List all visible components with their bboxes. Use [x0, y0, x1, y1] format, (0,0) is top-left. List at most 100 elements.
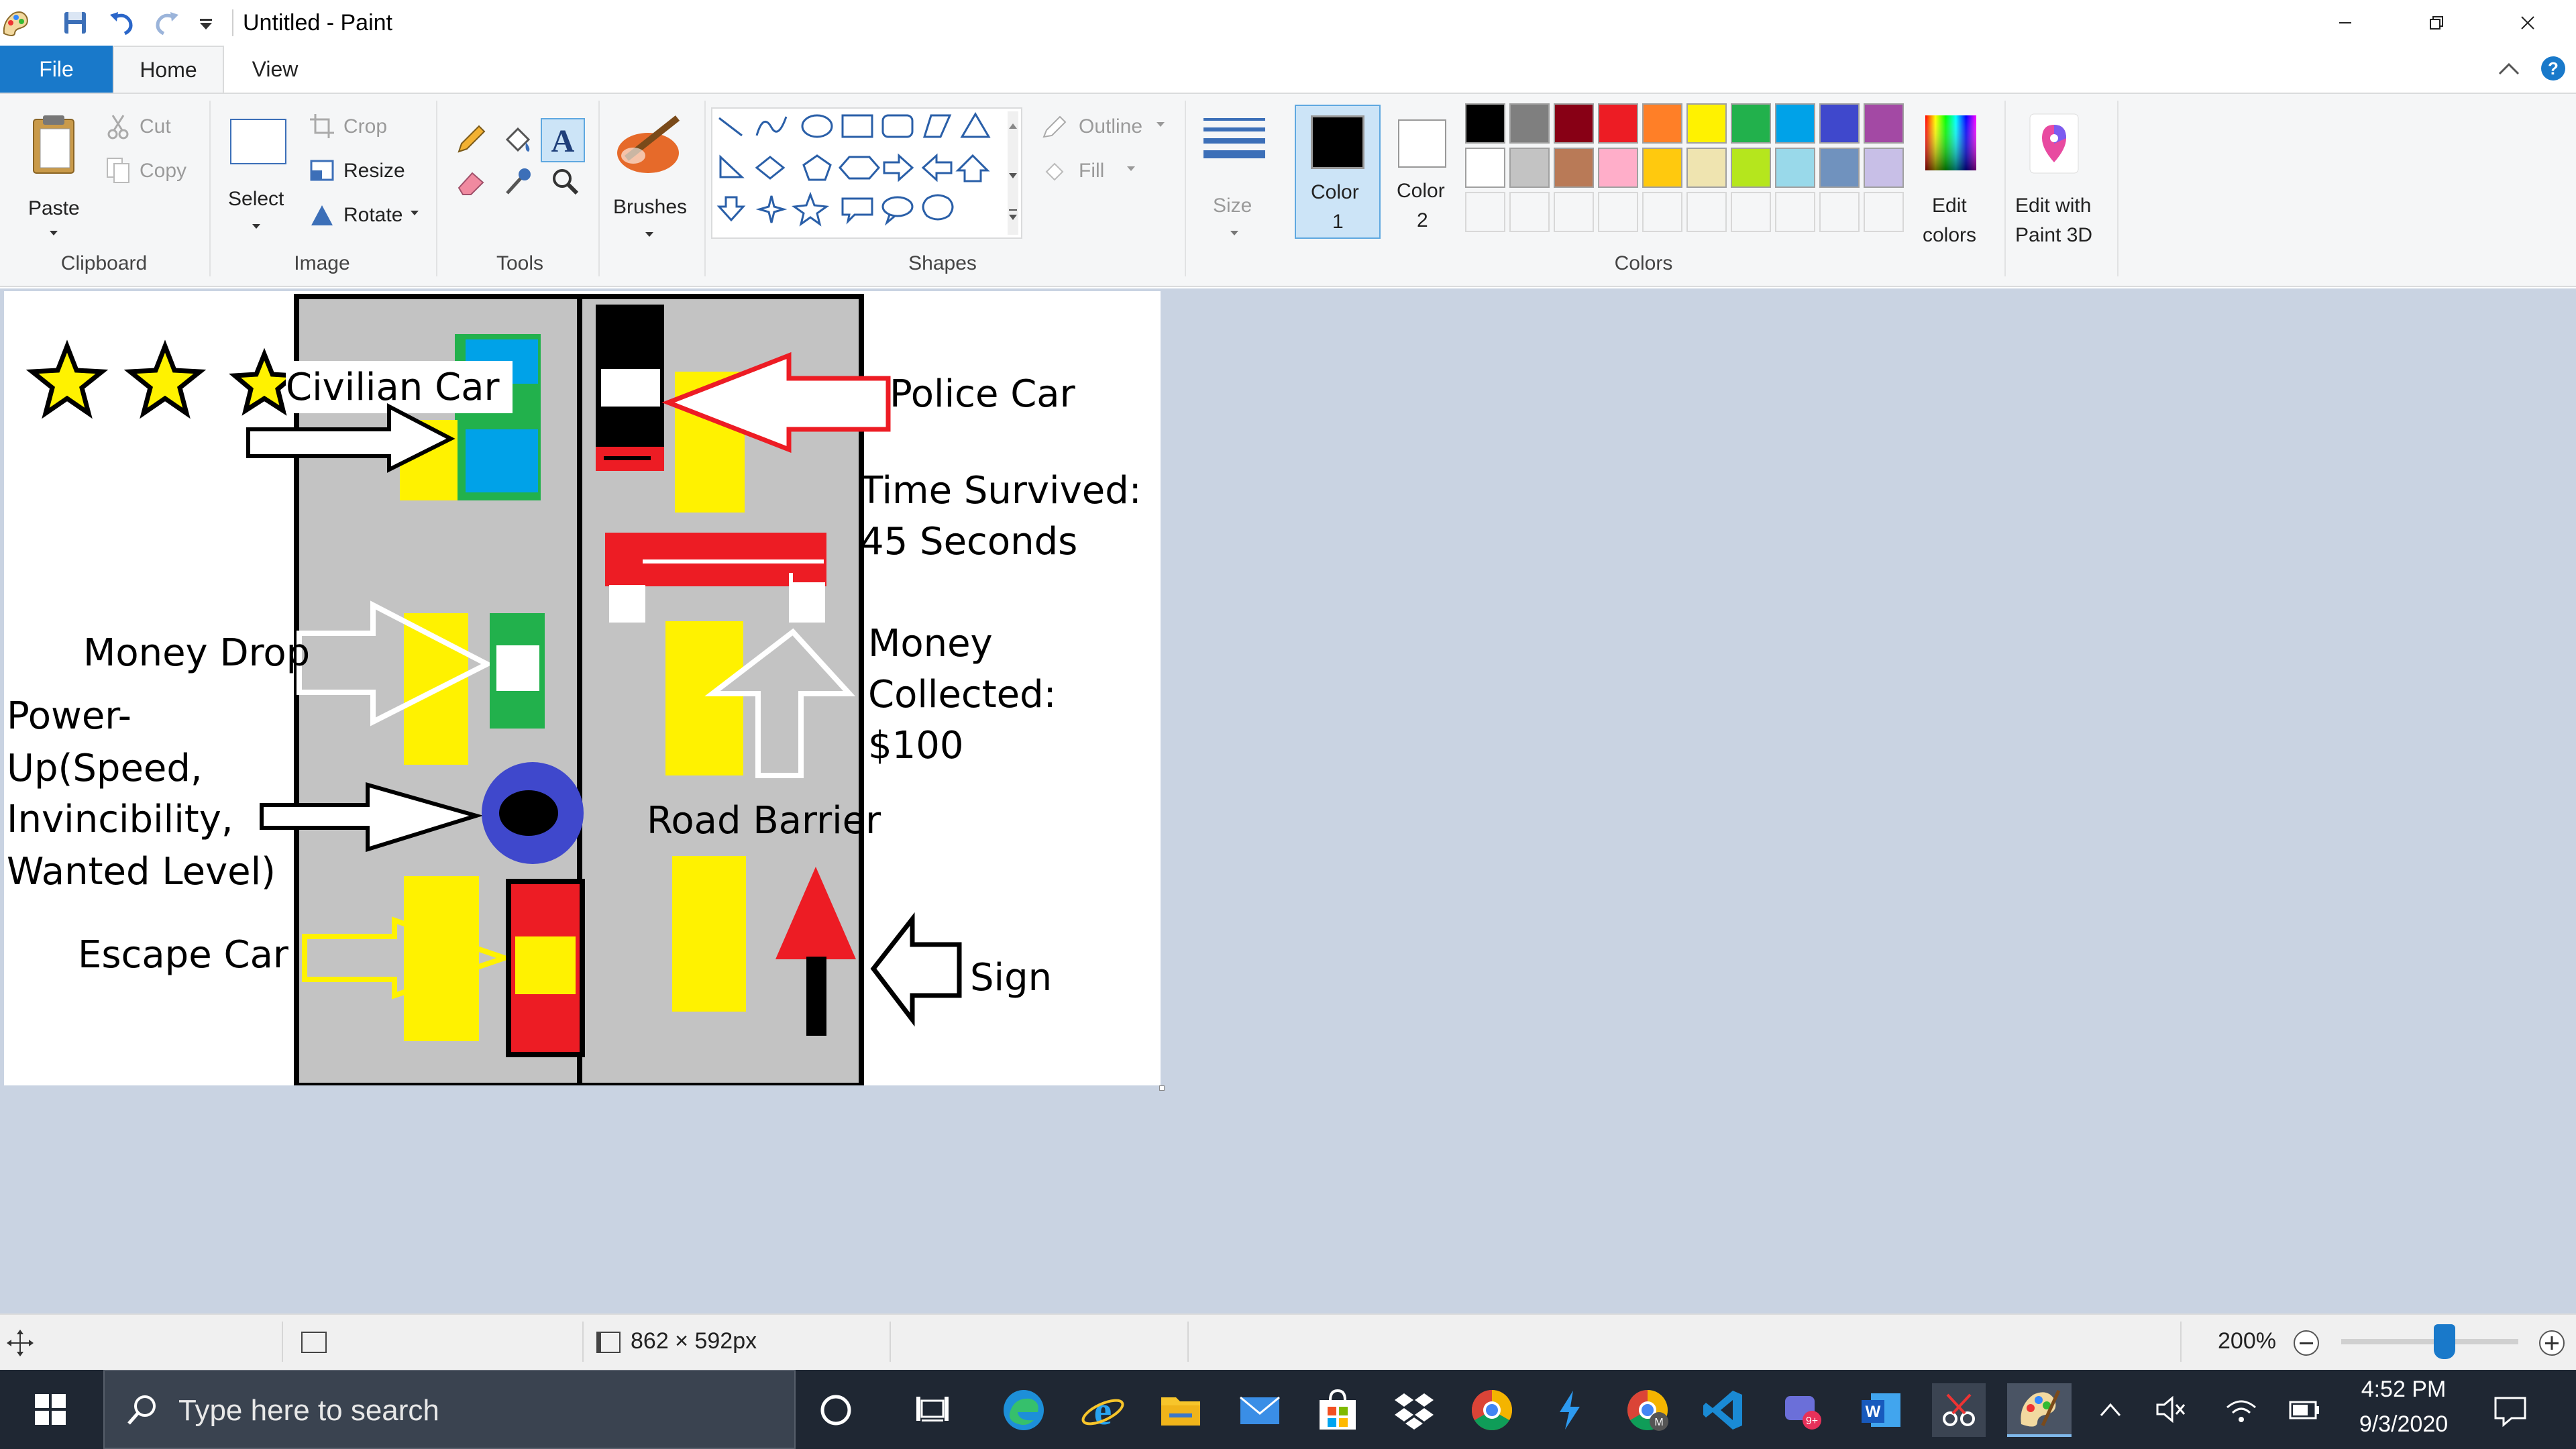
text-tool-icon[interactable]: A [541, 118, 585, 162]
palette-swatch[interactable] [1819, 103, 1860, 144]
taskbar-clock-time[interactable]: 4:52 PM [2361, 1377, 2447, 1402]
zoom-level: 200% [2218, 1328, 2276, 1354]
shapes-gallery[interactable] [711, 107, 1022, 239]
collapse-ribbon-icon[interactable] [2496, 59, 2522, 83]
copy-button[interactable]: Copy [103, 154, 197, 188]
color2-button[interactable]: Color 2 [1385, 105, 1462, 239]
custom-color-slot[interactable] [1509, 192, 1550, 232]
taskbar-search-box[interactable]: Type here to search [103, 1370, 796, 1449]
custom-color-slot[interactable] [1686, 192, 1727, 232]
palette-swatch[interactable] [1775, 148, 1815, 188]
taskbar-games-app[interactable]: 9+ [1776, 1383, 1830, 1437]
taskbar-dropbox[interactable] [1387, 1383, 1441, 1437]
palette-swatch[interactable] [1642, 103, 1682, 144]
restore-button[interactable] [2391, 0, 2482, 46]
save-icon[interactable] [62, 8, 89, 38]
taskbar-word[interactable]: W [1854, 1383, 1908, 1437]
paint-app-icon[interactable] [0, 8, 31, 38]
custom-color-slot[interactable] [1819, 192, 1860, 232]
rotate-button[interactable]: Rotate [306, 199, 427, 232]
tab-file[interactable]: File [0, 46, 113, 93]
palette-swatch[interactable] [1775, 103, 1815, 144]
palette-swatch[interactable] [1731, 103, 1771, 144]
wifi-icon[interactable] [2224, 1394, 2258, 1428]
show-hidden-icons-icon[interactable] [2097, 1397, 2124, 1427]
undo-icon[interactable] [107, 8, 137, 38]
custom-color-slot[interactable] [1642, 192, 1682, 232]
fill-button[interactable]: Fill [1038, 154, 1146, 188]
crop-button[interactable]: Crop [306, 110, 407, 144]
palette-swatch[interactable] [1686, 103, 1727, 144]
tab-home[interactable]: Home [113, 46, 224, 93]
cortana-button[interactable] [809, 1383, 863, 1437]
paste-button[interactable]: Paste [13, 107, 94, 241]
help-icon[interactable]: ? [2540, 55, 2567, 85]
task-view-button[interactable] [906, 1383, 959, 1437]
notifications-icon[interactable] [2491, 1394, 2529, 1431]
palette-swatch[interactable] [1465, 103, 1505, 144]
custom-color-slot[interactable] [1864, 192, 1904, 232]
close-button[interactable] [2482, 0, 2573, 46]
taskbar-clock-date[interactable]: 9/3/2020 [2359, 1411, 2449, 1437]
palette-swatch[interactable] [1686, 148, 1727, 188]
volume-muted-icon[interactable] [2155, 1394, 2188, 1428]
palette-swatch[interactable] [1819, 148, 1860, 188]
redo-icon[interactable] [152, 8, 181, 38]
taskbar-app-bolt[interactable] [1543, 1383, 1597, 1437]
custom-color-slot[interactable] [1465, 192, 1505, 232]
fill-label: Fill [1079, 160, 1105, 182]
cut-button[interactable]: Cut [103, 110, 191, 144]
custom-color-slot[interactable] [1775, 192, 1815, 232]
fill-bucket-icon[interactable] [500, 122, 535, 160]
taskbar-store[interactable] [1311, 1383, 1364, 1437]
zoom-in-icon[interactable] [2537, 1328, 2567, 1361]
palette-swatch[interactable] [1554, 148, 1594, 188]
zoom-out-icon[interactable] [2292, 1328, 2321, 1361]
palette-swatch[interactable] [1864, 103, 1904, 144]
customize-icon[interactable] [196, 8, 216, 38]
drawing-canvas[interactable]: Civilian Car Police Car Time Survived: 4… [4, 291, 1165, 1091]
palette-swatch[interactable] [1731, 148, 1771, 188]
taskbar-chrome[interactable] [1465, 1383, 1519, 1437]
minimize-button[interactable] [2300, 0, 2391, 46]
resize-button[interactable]: Resize [306, 154, 413, 188]
custom-color-slot[interactable] [1598, 192, 1638, 232]
select-button[interactable]: Select [221, 114, 295, 248]
taskbar-paint[interactable] [2007, 1383, 2072, 1437]
brushes-button[interactable]: Brushes [604, 109, 698, 250]
start-button[interactable] [0, 1370, 101, 1449]
paste-icon [33, 115, 74, 174]
eraser-icon[interactable] [453, 164, 488, 202]
palette-swatch[interactable] [1864, 148, 1904, 188]
color1-button[interactable]: Color 1 [1295, 105, 1381, 239]
size-button[interactable]: Size [1194, 107, 1275, 248]
taskbar-edge[interactable] [997, 1383, 1051, 1437]
color-picker-icon[interactable] [500, 164, 535, 202]
taskbar-mail[interactable] [1233, 1383, 1287, 1437]
edit-colors-button[interactable]: Edit colors [1915, 107, 1986, 248]
custom-color-slot[interactable] [1731, 192, 1771, 232]
palette-swatch[interactable] [1598, 103, 1638, 144]
taskbar-file-explorer[interactable] [1154, 1383, 1208, 1437]
palette-swatch[interactable] [1509, 103, 1550, 144]
taskbar-snip[interactable] [1932, 1383, 1986, 1437]
palette-swatch[interactable] [1554, 103, 1594, 144]
edit-with-paint3d-button[interactable]: Edit with Paint 3D [2000, 107, 2108, 248]
tab-view[interactable]: View [252, 56, 299, 81]
palette-swatch[interactable] [1642, 148, 1682, 188]
outline-button[interactable]: Outline [1038, 110, 1173, 144]
custom-color-slot[interactable] [1554, 192, 1594, 232]
taskbar-internet-explorer[interactable]: e [1076, 1383, 1130, 1437]
palette-swatch[interactable] [1509, 148, 1550, 188]
battery-icon[interactable] [2288, 1397, 2321, 1427]
taskbar-chrome-profile[interactable]: M [1621, 1383, 1674, 1437]
pencil-icon[interactable] [453, 122, 488, 160]
zoom-slider-thumb[interactable] [2434, 1324, 2455, 1359]
magnifier-icon[interactable] [547, 164, 582, 202]
zoom-slider[interactable] [2341, 1324, 2518, 1359]
palette-swatch[interactable] [1598, 148, 1638, 188]
palette-swatch[interactable] [1465, 148, 1505, 188]
taskbar-vscode[interactable] [1697, 1383, 1751, 1437]
canvas-resize-handle[interactable] [1159, 1085, 1165, 1091]
fill-dropdown-icon [1127, 166, 1135, 171]
